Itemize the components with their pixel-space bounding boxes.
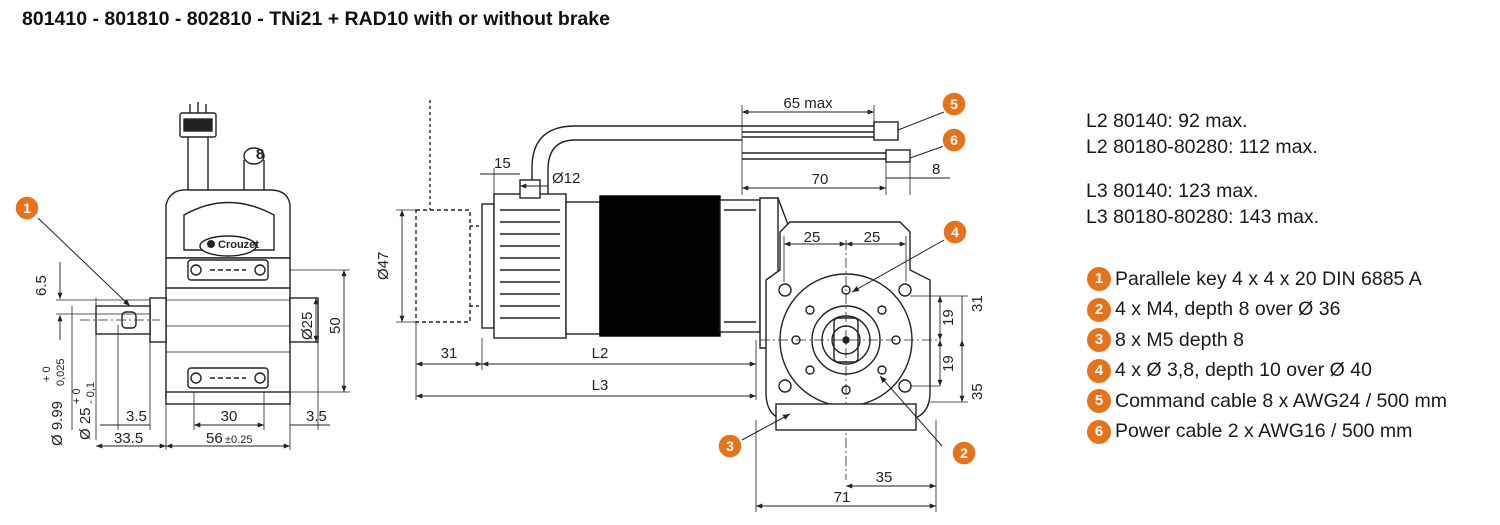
length-specs: L2 80140: 92 max. L2 80180-80280: 112 ma…	[1086, 108, 1319, 230]
dim-hub-diameter: Ø 25	[77, 407, 94, 440]
cable-lower	[547, 139, 742, 196]
dim-19-b: 19	[940, 355, 957, 372]
callout-leaders	[37, 111, 945, 447]
legend-text-1: Parallele key 4 x 4 x 20 DIN 6885 A	[1115, 267, 1422, 290]
brake-outline	[415, 209, 471, 323]
motor-body	[599, 195, 721, 337]
legend-badge-6: 6	[1087, 419, 1111, 444]
gearbox-flange	[765, 221, 931, 421]
crouzet-logo: Crouzet	[207, 239, 259, 251]
dim-d25: Ø25	[299, 312, 316, 340]
callout-2: 2	[951, 440, 977, 466]
legend-item-1: 1 Parallele key 4 x 4 x 20 DIN 6885 A	[1086, 264, 1447, 295]
dim-31-side: 31	[441, 345, 458, 362]
left-end-view	[56, 102, 350, 450]
spec-l2-80180: L2 80180-80280: 112 max.	[1086, 136, 1318, 158]
legend-badge-2: 2	[1087, 297, 1111, 322]
dim-25-a: 25	[804, 229, 821, 246]
dim-65-max: 65 max	[783, 95, 833, 112]
legend-badge-1: 1	[1087, 267, 1111, 292]
callout-1-number: 1	[23, 200, 31, 216]
legend-badge-4: 4	[1087, 358, 1111, 383]
legend-item-6: 6 Power cable 2 x AWG16 / 500 mm	[1086, 417, 1447, 448]
callout-2-number: 2	[960, 445, 968, 461]
dim-8-cable: 8	[932, 161, 940, 178]
drawing-title: 801410 - 801810 - 802810 - TNi21 + RAD10…	[22, 8, 610, 30]
legend-item-2: 2 4 x M4, depth 8 over Ø 36	[1086, 295, 1447, 326]
dim-71: 71	[834, 489, 851, 506]
legend-text-3: 8 x M5 depth 8	[1115, 328, 1244, 351]
connector-mark: 8	[256, 146, 264, 163]
legend-item-5: 5 Command cable 8 x AWG24 / 500 mm	[1086, 386, 1447, 417]
callout-5-number: 5	[950, 96, 958, 112]
callout-1: 1	[14, 195, 40, 221]
callout-6: 6	[941, 127, 967, 153]
dim-70: 70	[812, 171, 829, 188]
legend-text-4: 4 x Ø 3,8, depth 10 over Ø 40	[1115, 359, 1372, 382]
callout-4: 4	[942, 219, 968, 245]
dim-d47: Ø47	[375, 252, 392, 280]
legend-item-4: 4 4 x Ø 3,8, depth 10 over Ø 40	[1086, 356, 1447, 387]
spec-l2-80140: L2 80140: 92 max.	[1086, 110, 1248, 132]
dim-35-horizontal: 35	[876, 469, 893, 486]
legend-text-6: Power cable 2 x AWG16 / 500 mm	[1115, 420, 1413, 443]
callout-5: 5	[941, 91, 967, 117]
dim-3-5-right: 3.5	[306, 408, 327, 425]
callout-3-number: 3	[726, 438, 734, 454]
legend-badge-3: 3	[1087, 328, 1111, 353]
dim-shaft-tol-upper: + 0	[41, 366, 53, 382]
dim-6-5: 6.5	[33, 275, 50, 296]
power-connector	[885, 149, 911, 163]
callout-legend: 1 Parallele key 4 x 4 x 20 DIN 6885 A 2 …	[1086, 264, 1447, 447]
motor-rear-cap	[493, 193, 567, 339]
dim-l2: L2	[592, 345, 609, 362]
legend-badge-5: 5	[1087, 389, 1111, 414]
dim-shaft-tol-lower: 0,025	[55, 358, 67, 386]
dim-15: 15	[494, 155, 511, 172]
dim-d12: Ø12	[552, 170, 580, 187]
cable-upper	[531, 125, 742, 196]
dim-hub-tol-upper: + 0	[71, 388, 83, 404]
dim-19-a: 19	[940, 309, 957, 326]
dim-56: 56	[206, 430, 223, 447]
dim-hub-tol-lower: - 0,1	[85, 382, 97, 404]
side-motor-view	[396, 100, 950, 400]
legend-text-5: Command cable 8 x AWG24 / 500 mm	[1115, 389, 1447, 412]
legend-text-2: 4 x M4, depth 8 over Ø 36	[1115, 298, 1341, 321]
callout-3: 3	[717, 433, 743, 459]
dim-shaft-diameter: Ø 9.99	[49, 401, 66, 446]
dim-33-5: 33.5	[114, 430, 143, 447]
dim-25-b: 25	[864, 229, 881, 246]
spec-l3-80140: L3 80140: 123 max.	[1086, 180, 1259, 202]
dim-35-vertical: 35	[969, 383, 986, 400]
dim-30: 30	[221, 408, 238, 425]
logo-text: Crouzet	[218, 239, 259, 251]
front-flange-view	[755, 221, 968, 512]
callout-4-number: 4	[951, 224, 959, 240]
dim-3-5-left: 3.5	[126, 408, 147, 425]
legend-item-3: 3 8 x M5 depth 8	[1086, 325, 1447, 356]
dim-31-front: 31	[969, 295, 986, 312]
dim-l3: L3	[592, 377, 609, 394]
dim-50: 50	[327, 317, 344, 334]
dim-56-tolerance: ±0.25	[225, 434, 252, 446]
command-connector	[873, 121, 899, 141]
spec-l3-80180: L3 80180-80280: 143 max.	[1086, 206, 1320, 228]
callout-6-number: 6	[950, 132, 958, 148]
